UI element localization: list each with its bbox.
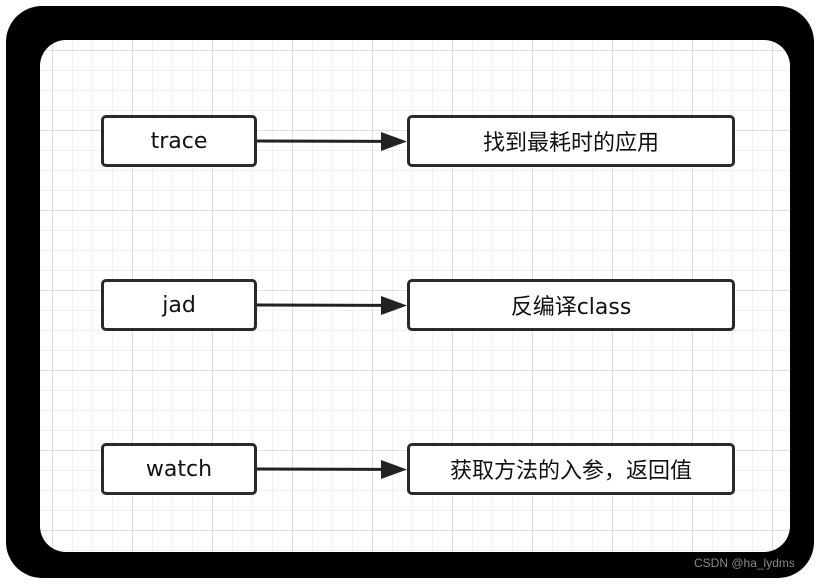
arrow-jad-to-desc xyxy=(256,303,403,307)
command-label: watch xyxy=(145,456,213,482)
outer-frame: trace 找到最耗时的应用 jad 反编译class watch 获取方法的入… xyxy=(6,6,814,578)
description-node-trace: 找到最耗时的应用 xyxy=(407,115,735,167)
description-label: 找到最耗时的应用 xyxy=(482,131,659,156)
arrowhead-jad xyxy=(381,296,407,315)
command-node-watch: watch xyxy=(101,443,257,495)
description-node-jad: 反编译class xyxy=(407,279,735,331)
arrow-watch-to-desc xyxy=(256,467,403,471)
command-label: jad xyxy=(162,292,196,318)
description-node-watch: 获取方法的入参，返回值 xyxy=(407,443,735,495)
arrow-trace-to-desc xyxy=(256,139,403,143)
diagram-canvas: trace 找到最耗时的应用 jad 反编译class watch 获取方法的入… xyxy=(40,40,790,552)
description-label: 反编译class xyxy=(510,295,632,320)
description-label: 获取方法的入参，返回值 xyxy=(449,459,692,484)
command-node-jad: jad xyxy=(101,279,257,331)
arrowhead-trace xyxy=(381,132,407,151)
csdn-watermark: CSDN @ha_lydms xyxy=(694,556,795,570)
arrowhead-watch xyxy=(381,460,407,479)
command-node-trace: trace xyxy=(101,115,257,167)
command-label: trace xyxy=(150,128,208,154)
